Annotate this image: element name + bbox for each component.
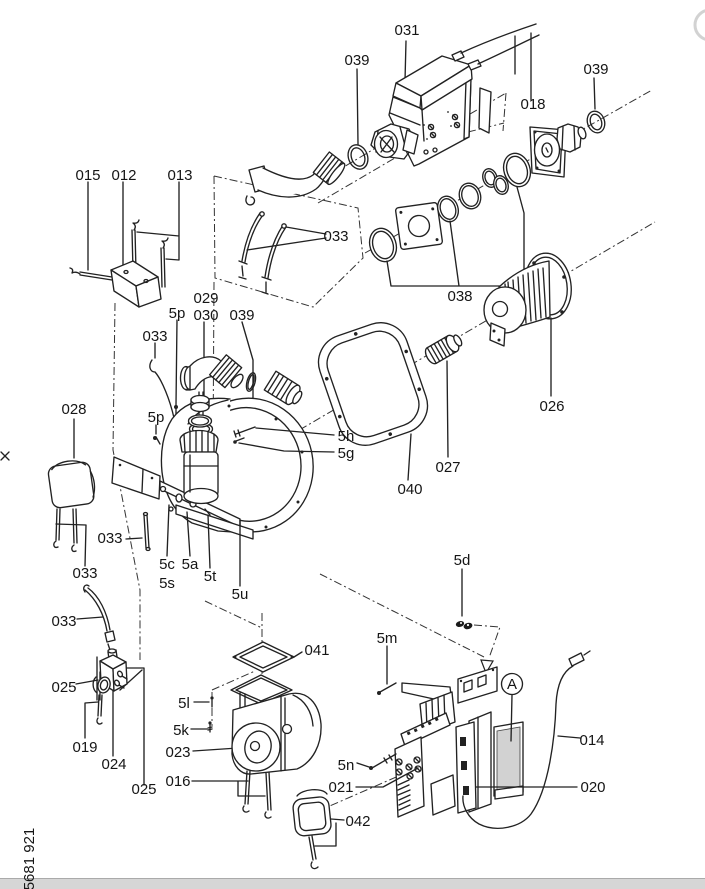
svg-text:033: 033 <box>72 565 97 582</box>
svg-text:015: 015 <box>75 167 100 184</box>
svg-text:5u: 5u <box>232 586 249 603</box>
svg-text:033: 033 <box>323 228 348 245</box>
svg-text:A: A <box>507 676 517 693</box>
svg-text:021: 021 <box>328 779 353 796</box>
svg-text:016: 016 <box>165 773 190 790</box>
svg-text:5h: 5h <box>338 428 355 445</box>
svg-text:5m: 5m <box>377 630 398 647</box>
svg-text:012: 012 <box>111 167 136 184</box>
svg-text:040: 040 <box>397 481 422 498</box>
svg-text:013: 013 <box>167 167 192 184</box>
svg-text:014: 014 <box>579 732 604 749</box>
svg-text:019: 019 <box>72 739 97 756</box>
svg-text:020: 020 <box>580 779 605 796</box>
svg-text:5p: 5p <box>148 409 165 426</box>
svg-text:024: 024 <box>101 756 126 773</box>
svg-text:5d: 5d <box>454 552 471 569</box>
svg-text:039: 039 <box>344 52 369 69</box>
svg-text:5a: 5a <box>182 556 199 573</box>
svg-text:033: 033 <box>97 530 122 547</box>
svg-text:5n: 5n <box>338 757 355 774</box>
svg-text:5k: 5k <box>173 722 189 739</box>
svg-text:039: 039 <box>229 307 254 324</box>
svg-text:018: 018 <box>520 96 545 113</box>
svg-text:029: 029 <box>193 290 218 307</box>
svg-text:5c: 5c <box>159 556 175 573</box>
svg-text:025: 025 <box>51 679 76 696</box>
svg-text:5s: 5s <box>159 575 175 592</box>
svg-text:5681 921: 5681 921 <box>21 828 38 889</box>
svg-text:5p: 5p <box>169 305 186 322</box>
svg-text:042: 042 <box>345 813 370 830</box>
svg-text:027: 027 <box>435 459 460 476</box>
svg-text:033: 033 <box>51 613 76 630</box>
svg-text:5t: 5t <box>204 568 217 585</box>
svg-text:023: 023 <box>165 744 190 761</box>
svg-text:033: 033 <box>142 328 167 345</box>
svg-text:038: 038 <box>447 288 472 305</box>
svg-text:5l: 5l <box>178 695 190 712</box>
svg-text:039: 039 <box>583 61 608 78</box>
svg-text:5g: 5g <box>338 445 355 462</box>
svg-text:028: 028 <box>61 401 86 418</box>
svg-text:030: 030 <box>193 307 218 324</box>
svg-text:031: 031 <box>394 22 419 39</box>
svg-text:026: 026 <box>539 398 564 415</box>
svg-text:025: 025 <box>131 781 156 798</box>
svg-text:041: 041 <box>304 642 329 659</box>
